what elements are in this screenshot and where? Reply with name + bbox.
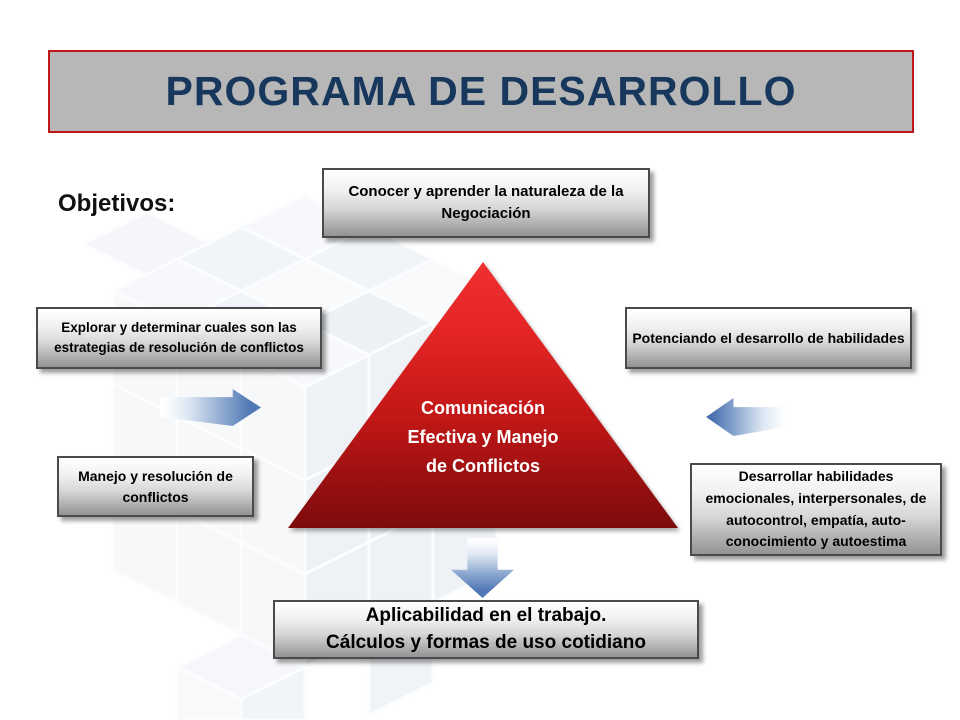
objective-box-negotiation: Conocer y aprender la naturaleza de la N… <box>322 168 650 238</box>
objective-box-strategies: Explorar y determinar cuales son las est… <box>36 307 322 369</box>
title-banner: PROGRAMA DE DESARROLLO <box>48 50 914 133</box>
pyramid-title: Comunicación Efectiva y Manejo de Confli… <box>407 398 559 476</box>
page-title: PROGRAMA DE DESARROLLO <box>165 68 797 114</box>
applicability-box-text: Aplicabilidad en el trabajo. Cálculos y … <box>326 604 646 653</box>
objective-box-strategies-text: Explorar y determinar cuales son las est… <box>54 320 304 355</box>
objective-box-skills: Potenciando el desarrollo de habilidades <box>625 307 912 369</box>
objective-box-emotional-skills: Desarrollar habilidades emocionales, int… <box>690 463 942 556</box>
objective-box-negotiation-text: Conocer y aprender la naturaleza de la N… <box>348 183 624 222</box>
objective-box-conflict-management-text: Manejo y resolución de conflictos <box>78 468 233 505</box>
objective-box-emotional-skills-text: Desarrollar habilidades emocionales, int… <box>705 468 927 550</box>
objectives-label: Objetivos: <box>58 190 176 217</box>
objective-box-conflict-management: Manejo y resolución de conflictos <box>57 456 254 517</box>
arrow-right-icon <box>160 389 261 426</box>
arrow-left-icon <box>706 398 792 436</box>
objective-box-skills-text: Potenciando el desarrollo de habilidades <box>632 329 905 346</box>
arrow-down-icon <box>451 538 514 598</box>
applicability-box: Aplicabilidad en el trabajo. Cálculos y … <box>273 600 699 659</box>
central-pyramid: Comunicación Efectiva y Manejo de Confli… <box>288 262 678 528</box>
